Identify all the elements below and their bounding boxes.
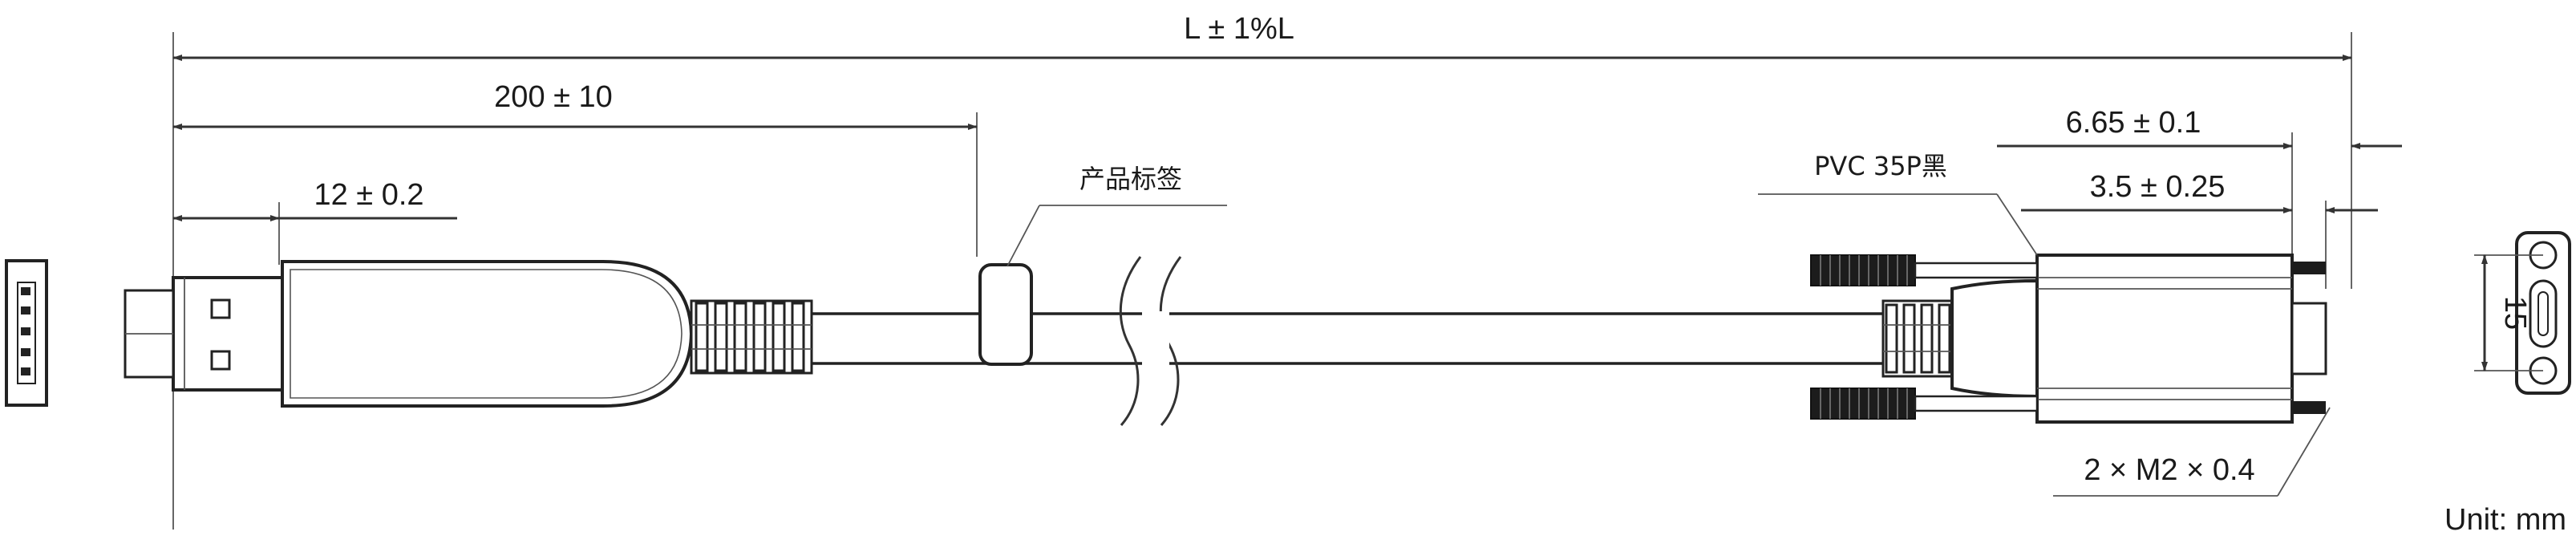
screw-spec-label: 2 × M2 × 0.4 xyxy=(2084,453,2254,487)
product-label-tag: 产品标签 xyxy=(978,164,1227,366)
dim-plug-length: 12 ± 0.2 xyxy=(172,178,457,221)
screw-offset-a-label: 6.65 ± 0.1 xyxy=(2066,106,2201,140)
dim-screw-offset-b: 3.5 ± 0.25 xyxy=(2021,170,2378,213)
left-strain-relief xyxy=(690,299,813,375)
usb-a-plug xyxy=(124,276,284,392)
cable xyxy=(812,256,1883,426)
cable-spec-text: PVC 35P黑 xyxy=(1814,151,1947,181)
usb-a-end-view xyxy=(5,259,48,407)
thumbscrew-top xyxy=(1810,254,2326,286)
product-label-text: 产品标签 xyxy=(1079,164,1182,194)
plug-length-label: 12 ± 0.2 xyxy=(314,178,423,212)
screw-offset-b-label: 3.5 ± 0.25 xyxy=(2090,170,2226,204)
usb-c-end-view: 15 xyxy=(2474,231,2571,395)
dim-screw-offset-a: 6.65 ± 0.1 xyxy=(1997,106,2402,149)
screw-spec-callout: 2 × M2 × 0.4 xyxy=(2053,407,2331,497)
unit-label: Unit: mm xyxy=(2444,503,2566,537)
usb-c-body xyxy=(2035,254,2294,424)
usb-a-overmold xyxy=(281,260,694,408)
dim-boot-length: 200 ± 10 xyxy=(172,80,978,130)
boot-length-label: 200 ± 10 xyxy=(494,80,613,114)
dim-overall-length: L ± 1%L xyxy=(172,12,2352,61)
usb-c-plug xyxy=(2290,302,2327,375)
usb-c-taper xyxy=(1950,278,2039,399)
thumbscrew-bottom xyxy=(1810,388,2326,420)
end-height-label: 15 xyxy=(2498,296,2532,330)
right-strain-relief xyxy=(1881,299,1954,378)
cable-spec-callout: PVC 35P黑 xyxy=(1758,151,2038,256)
overall-length-label: L ± 1%L xyxy=(1184,12,1294,46)
